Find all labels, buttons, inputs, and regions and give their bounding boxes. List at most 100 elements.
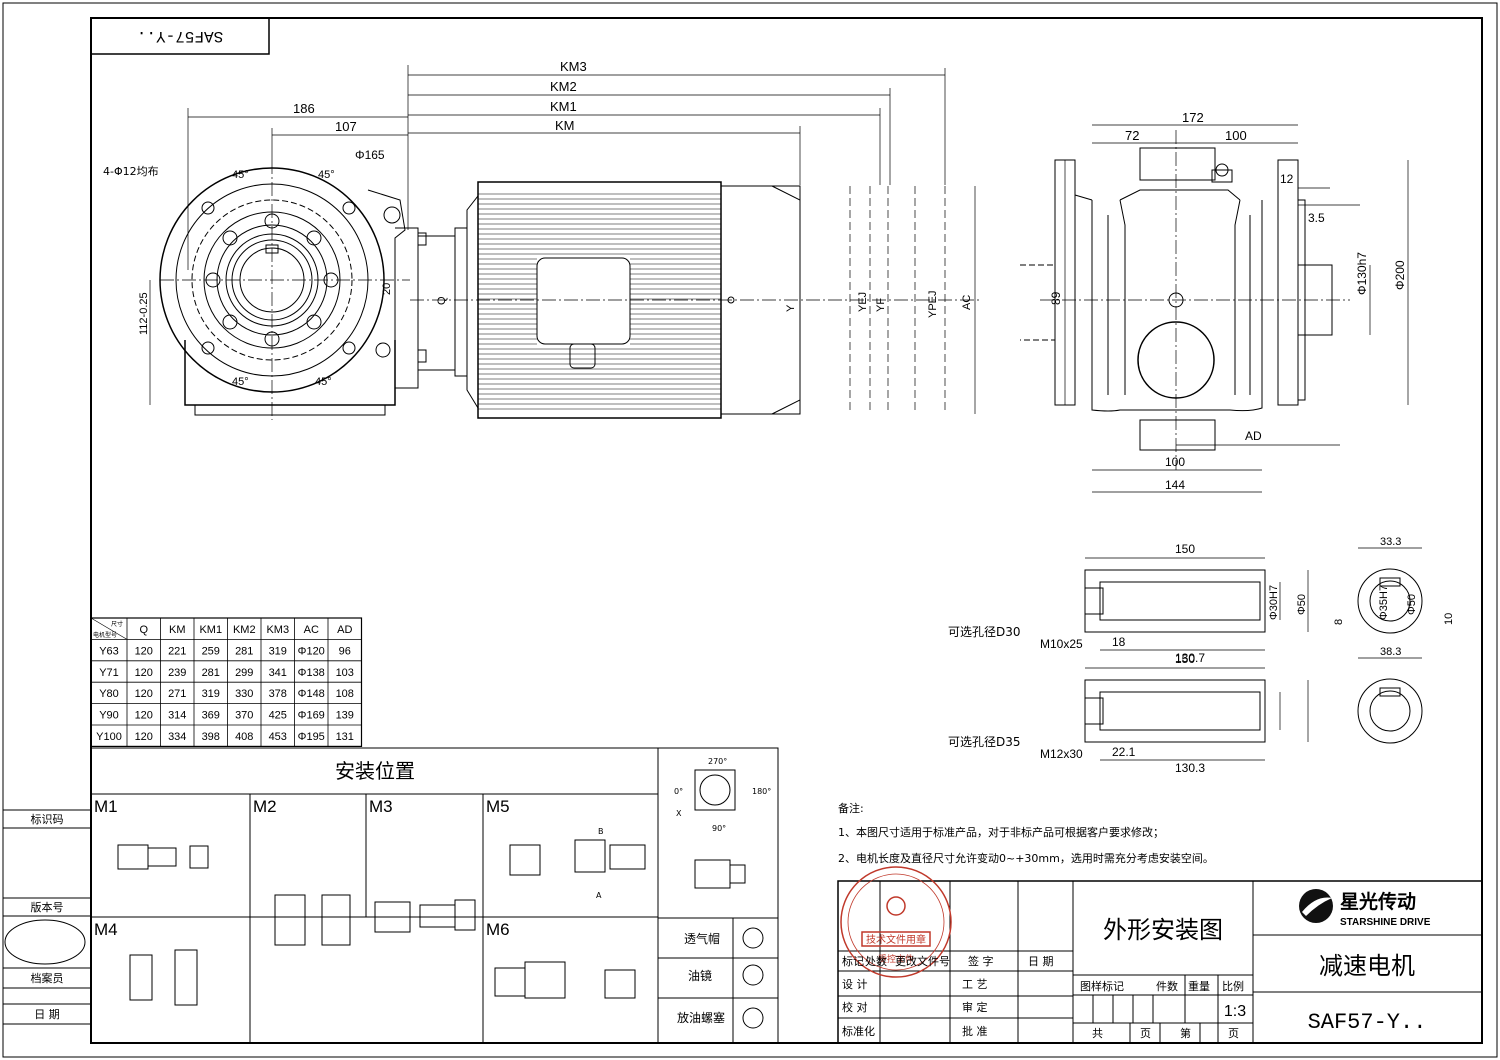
tb-check: 校 对 [842, 1000, 868, 1014]
tb-location: 处数 [865, 955, 887, 968]
dim-table-cell: 103 [336, 667, 354, 679]
tb-sign: 签 字 [968, 954, 994, 968]
tb-drawing-number: SAF57-Y.. [1308, 1010, 1427, 1035]
dim-yej: YEJ [857, 292, 869, 312]
tb-drawing-mark: 图样标记 [1080, 979, 1124, 993]
dim-12: 12 [1280, 172, 1294, 186]
pos-m5: M5 [486, 797, 510, 816]
pos-m2: M2 [253, 797, 277, 816]
dim-table-cell: 139 [336, 710, 354, 722]
tb-ratio: 比例 [1222, 979, 1244, 993]
strip-archivist-label: 档案员 [31, 971, 64, 985]
shaft-length-1: 150 [1175, 542, 1195, 556]
dim-table-cell: Φ120 [298, 645, 325, 657]
dim-yf: YF [875, 298, 887, 312]
dim-table-header: KM3 [266, 624, 289, 636]
shaft-outer-1: Φ50 [1296, 594, 1308, 615]
shaft-key-h-2: 10 [1443, 613, 1455, 625]
dim-table-cell: 319 [269, 645, 287, 657]
tb-product-name: 减速电机 [1319, 952, 1415, 980]
dim-ac: AC [961, 295, 973, 310]
shaft-key-w-1: 33.3 [1380, 536, 1401, 548]
strip-code-label: 标识码 [31, 812, 64, 826]
dim-172: 172 [1182, 110, 1204, 125]
motor-side-view [410, 181, 980, 419]
dim-table-cell: 319 [202, 688, 220, 700]
dim-table-cell: 425 [269, 710, 287, 722]
part-breather: 透气帽 [684, 931, 720, 946]
dim-angle-4: 45° [315, 376, 332, 388]
tb-approve: 批 准 [962, 1024, 988, 1038]
dim-table-cell: 453 [269, 731, 287, 743]
dim-table-cell: 271 [168, 688, 186, 700]
dim-table-cell: 370 [235, 710, 253, 722]
tb-page: 页 [1140, 1027, 1151, 1040]
motor-fins [478, 193, 721, 410]
part-sight-glass: 油镜 [688, 968, 712, 983]
dim-table-header: AD [337, 624, 352, 636]
shaft-d2-2: 130.3 [1175, 761, 1205, 775]
tb-marker: 标记 [842, 954, 864, 968]
dim-table-cell: 120 [135, 688, 153, 700]
dim-table-header: KM2 [233, 624, 256, 636]
shaft-section-1 [1084, 547, 1423, 651]
dim-table-cell: Φ148 [298, 688, 325, 700]
letter-a: A [596, 891, 602, 900]
dim-table-cell: 398 [202, 731, 220, 743]
dim-72: 72 [1125, 128, 1139, 143]
shaft-d1-1: 18 [1112, 635, 1126, 649]
dim-table-header: KM [169, 624, 186, 636]
shaft-outer-2: Φ50 [1406, 594, 1418, 615]
pos-m4: M4 [94, 920, 118, 939]
tb-total: 共 [1092, 1027, 1103, 1040]
dim-table-cell: 281 [235, 645, 253, 657]
dim-holes: 4-Φ12均布 [103, 165, 159, 178]
angle-270: 270° [708, 757, 727, 766]
dim-table-cell: 341 [269, 667, 287, 679]
stamp [840, 866, 952, 978]
title-block [837, 880, 1483, 1044]
dim-table-cell: 131 [336, 731, 354, 743]
dim-112: 112-0.25 [138, 292, 150, 335]
shaft-bore-1: Φ30H7 [1268, 585, 1280, 620]
dim-table-cell: 408 [235, 731, 253, 743]
tb-scale: 1:3 [1224, 1003, 1246, 1020]
angle-0: 0° [674, 787, 683, 796]
dim-table-cell: 259 [202, 645, 220, 657]
tb-process: 工 艺 [962, 978, 988, 991]
dim-table-cell: Φ195 [298, 731, 325, 743]
left-strip [3, 809, 91, 1025]
dim-table-cell: Φ169 [298, 710, 325, 722]
dim-table-cell: 108 [336, 688, 354, 700]
angle-90: 90° [712, 824, 726, 833]
dim-107: 107 [335, 119, 357, 134]
dim-table-cell: 120 [135, 731, 153, 743]
brand-en: STARSHINE DRIVE [1340, 917, 1431, 928]
dim-144: 144 [1165, 478, 1185, 492]
shaft-label-1: 可选孔径D30 [948, 625, 1021, 639]
strip-version-label: 版本号 [31, 900, 64, 914]
dim-table-corner-bottom: 电机型号 [93, 631, 117, 639]
dim-table-cell: Φ138 [298, 667, 325, 679]
inner-border [90, 17, 1483, 1044]
stamp-sub: 受控文件 [878, 953, 914, 965]
shaft-thread-1: M10x25 [1040, 637, 1083, 651]
dim-table-corner-top: 尺寸 [111, 620, 123, 628]
dim-km1: KM1 [550, 99, 577, 114]
gearbox-dimensions [1064, 124, 1409, 493]
dim-table-header: Q [139, 624, 148, 636]
dim-table-cell: 281 [202, 667, 220, 679]
shaft-label-2: 可选孔径D35 [948, 735, 1021, 749]
letter-x: X [676, 809, 682, 818]
dim-table-cell: Y80 [99, 688, 119, 700]
dim-ypej: YPEJ [927, 290, 939, 318]
letter-b: B [598, 827, 604, 836]
dim-phi130: Φ130h7 [1355, 252, 1369, 295]
dim-table-cell: 299 [235, 667, 253, 679]
shaft-bore-2: Φ35H7 [1378, 585, 1390, 620]
tb-qty: 件数 [1156, 980, 1178, 993]
dim-table-header: AC [304, 624, 319, 636]
dim-100: 100 [1225, 128, 1247, 143]
